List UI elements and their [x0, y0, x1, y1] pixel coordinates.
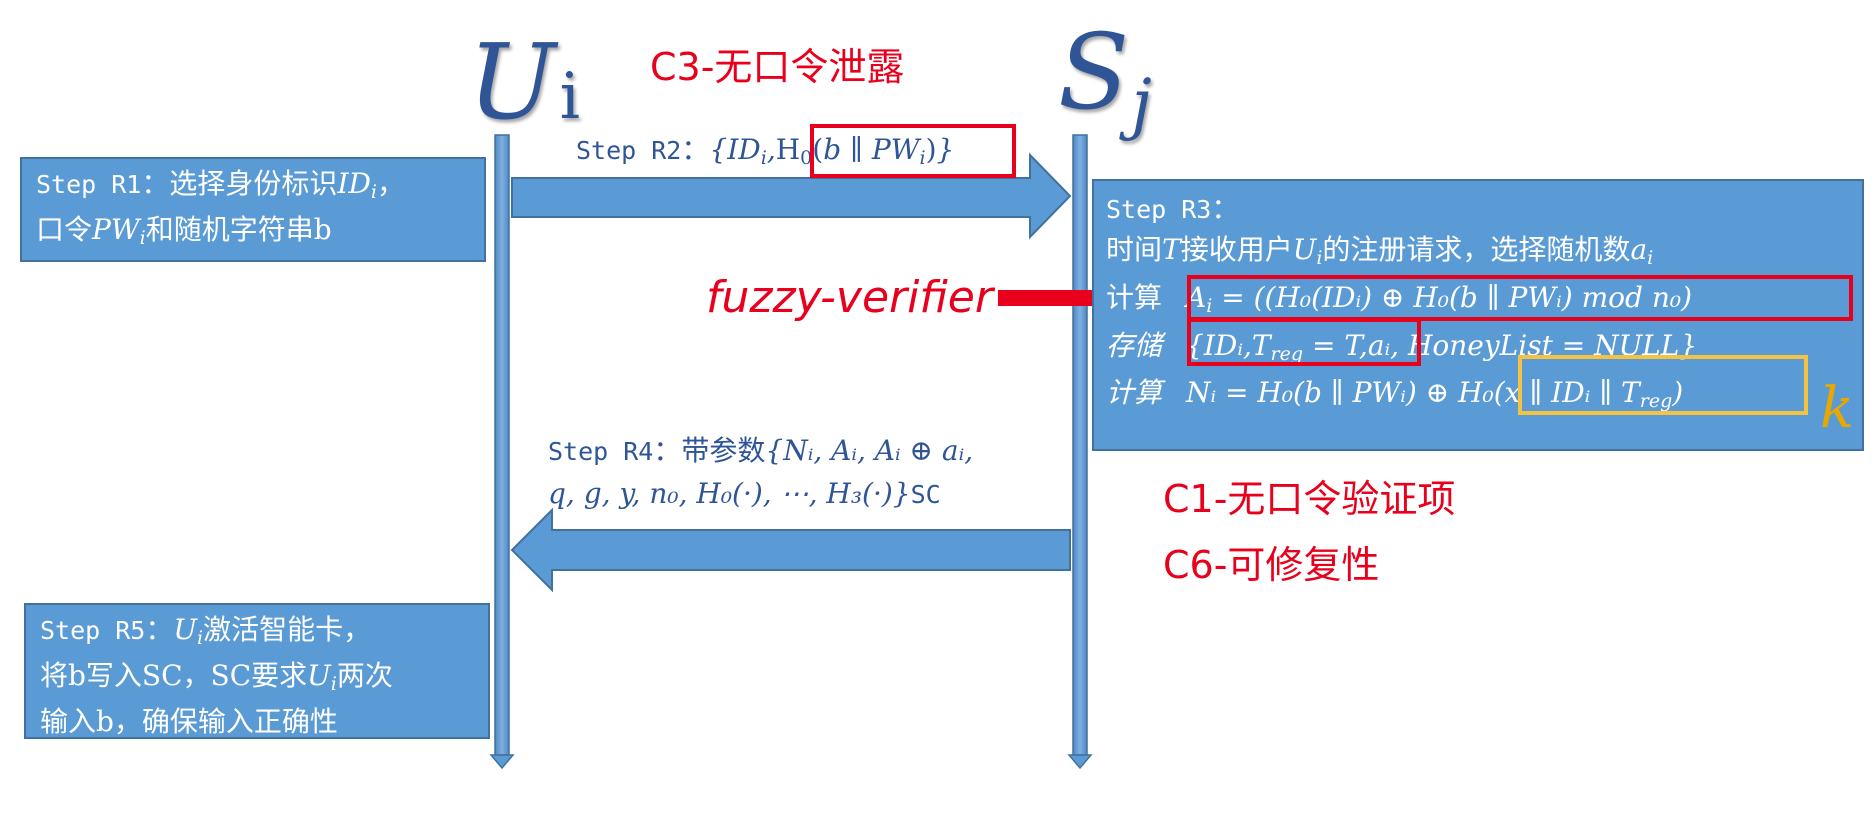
step-r1-text: 选择身份标识	[169, 167, 338, 200]
server-subscript: j	[1131, 65, 1152, 142]
step-r1-box: Step R1：选择身份标识IDi， 口令PWi和随机字符串b	[20, 157, 486, 262]
step-r5-u: U	[173, 613, 197, 646]
step-r1-rest: 和随机字符串b	[145, 212, 332, 246]
step-r5-label: Step R5	[40, 616, 146, 645]
step-r3-a-lhs-sub: i	[1206, 294, 1213, 317]
step-r4-sc: SC	[910, 480, 941, 509]
step-r2-id: ID	[727, 133, 761, 166]
step-r5-line2-a: 将b写入SC，SC要求	[40, 658, 308, 692]
step-r3-a-lhs: A	[1186, 280, 1207, 314]
step-r3-compute2-label: 计算	[1106, 376, 1163, 410]
step-r2-h-sub: 0	[800, 146, 813, 169]
step-r3-recv-text: 接收用户	[1180, 233, 1293, 266]
step-r3-t: T	[1162, 233, 1181, 266]
user-entity-label: Ui	[468, 30, 580, 134]
step-r3-store-label: 存储	[1106, 328, 1163, 362]
step-r3-u-sub: i	[1316, 246, 1323, 269]
note-c6: C6-可修复性	[1163, 543, 1380, 587]
note-c1: C1-无口令验证项	[1163, 477, 1456, 521]
step-r2-label: Step R2	[576, 136, 682, 165]
step-r1-comma: ，	[377, 167, 406, 200]
step-r4-label: Step R4	[548, 437, 654, 466]
user-subscript: i	[559, 60, 581, 134]
step-r2-paren-open: (	[812, 133, 824, 166]
server-entity-label: Sj	[1058, 20, 1152, 137]
step-r5-colon: ：	[145, 613, 174, 646]
step-r3-time-text: 时间	[1106, 233, 1163, 266]
step-r1-password-text: 口令	[36, 212, 93, 246]
step-r3-store-reg: reg	[1270, 342, 1304, 365]
r3-k-highlight	[1518, 355, 1808, 415]
step-r2-pw: PW	[871, 133, 920, 166]
step-r3-a: a	[1630, 233, 1648, 266]
step-r3-store-part2: = T,	[1303, 328, 1368, 362]
step-r3-n-close: )	[1672, 376, 1684, 410]
step-r2-message: Step R2：{IDi,H0(b ∥ PWi)}	[576, 130, 954, 178]
step-r2-b: b	[823, 133, 842, 166]
note-c3: C3-无口令泄露	[650, 45, 905, 89]
step-r3-n-lhs: Nᵢ = H₀(b ∥ PWᵢ) ⊕	[1186, 376, 1459, 410]
user-lifeline	[489, 134, 515, 770]
step-r3-a-formula: = ((H₀(IDᵢ) ⊕ H₀(b ∥ PWᵢ) mod n₀)	[1212, 280, 1693, 314]
step-r2-pw-sub: i	[919, 146, 926, 169]
step-r4-message: Step R4：带参数{Nᵢ, Aᵢ, Aᵢ ⊕ aᵢ, q, g, y, n₀…	[548, 430, 973, 516]
step-r1-pw: PW	[92, 212, 140, 246]
step-r2-paren-close: )	[925, 133, 937, 166]
r3-a-formula-highlight	[1187, 275, 1853, 321]
r4-arrow	[510, 507, 1071, 593]
step-r3-compute-label: 计算	[1106, 280, 1163, 314]
user-symbol: U	[468, 21, 556, 143]
step-r1-id-sub: i	[370, 180, 377, 203]
step-r2-id-sub: i	[760, 146, 767, 169]
step-r5-line2-u: U	[307, 658, 331, 692]
step-r3-n-reg: reg	[1639, 390, 1673, 412]
step-r3-rest-text: 的注册请求，选择随机数	[1322, 233, 1631, 266]
step-r3-colon: ：	[1211, 192, 1240, 225]
step-r4-text: 带参数	[681, 434, 766, 467]
step-r3-label: Step R3	[1106, 195, 1212, 224]
step-r3-u: U	[1292, 233, 1317, 266]
step-r5-box: Step R5：Ui激活智能卡， 将b写入SC，SC要求Ui两次 输入b，确保输…	[24, 603, 490, 739]
step-r5-line3: 输入b，确保输入正确性	[40, 704, 338, 738]
step-r1-id: ID	[337, 167, 371, 200]
step-r5-line2-sub: i	[330, 672, 337, 695]
r2-hash-highlight	[810, 124, 1016, 178]
server-lifeline	[1067, 134, 1093, 770]
step-r2-sep: ,	[766, 133, 776, 166]
step-r2-concat: ∥	[850, 133, 863, 166]
step-r3-store-part1: {IDᵢ,T	[1186, 328, 1271, 362]
step-r5-line1-rest: 激活智能卡，	[203, 613, 372, 646]
step-r2-colon: ：	[681, 133, 710, 166]
step-r2-h: H	[775, 133, 801, 166]
step-r4-params2: q, g, y, n₀, H₀(·), ⋯, H₃(·)}	[548, 477, 911, 510]
step-r5-u-sub: i	[196, 626, 204, 649]
step-r4-params1: {Nᵢ, Aᵢ, Aᵢ ⊕ aᵢ,	[765, 434, 974, 467]
step-r3-n-hash: H₀(x ∥ IDᵢ ∥ T	[1458, 376, 1640, 410]
step-r1-pw-sub: i	[139, 226, 146, 249]
k-label: k	[1820, 376, 1854, 441]
step-r1-label: Step R1	[36, 170, 142, 199]
step-r5-line2-rest: 两次	[336, 658, 393, 692]
r2-arrow	[511, 152, 1072, 240]
server-symbol: S	[1058, 11, 1130, 133]
step-r3-a-sub: i	[1647, 246, 1654, 269]
step-r2-close: }	[936, 133, 955, 166]
fuzzy-verifier-label: fuzzy-verifier	[706, 272, 993, 323]
step-r2-open: {	[709, 133, 728, 166]
step-r1-colon: ：	[141, 167, 170, 200]
step-r4-colon: ：	[653, 434, 682, 467]
r3-store-highlight	[1187, 318, 1421, 366]
